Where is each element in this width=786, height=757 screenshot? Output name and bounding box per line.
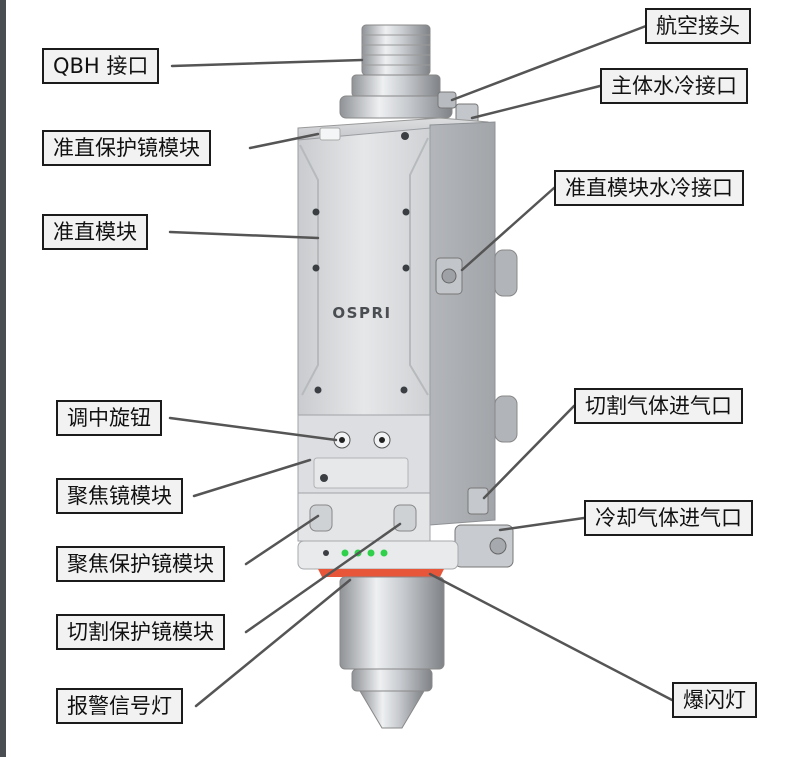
focus-protective-handle[interactable] [309,504,333,532]
burst-light-ring [318,569,444,577]
cutting-gas-fitting [467,487,489,515]
label-collimator-protective-module: 准直保护镜模块 [42,130,211,166]
side-bracket-upper [494,249,518,297]
side-bracket-lower [494,395,518,443]
label-focus-protective-module: 聚焦保护镜模块 [56,546,225,582]
nozzle-collar [351,668,433,692]
label-cutting-protective-module: 切割保护镜模块 [56,614,225,650]
collimator-water-fitting [435,257,463,295]
label-alarm-signal-light: 报警信号灯 [56,688,183,724]
label-adjust-knob: 调中旋钮 [56,400,162,436]
label-cooling-gas-inlet: 冷却气体进气口 [584,500,753,536]
label-collimator-module: 准直模块 [42,214,148,250]
label-body-water-cooling: 主体水冷接口 [600,68,748,104]
focus-lens-window [313,457,409,489]
label-burst-light: 爆闪灯 [672,682,757,718]
label-collimator-water-cooling: 准直模块水冷接口 [554,170,744,206]
module-side-panel [429,121,496,526]
front-screws [312,132,410,394]
led-panel-screw [323,550,329,556]
adjust-knobs[interactable] [333,431,391,449]
front-facet-lines [299,137,429,396]
left-edge-bar [0,0,6,757]
led-panel [297,540,459,570]
nozzle-tip [359,690,425,729]
brand-logo-text: OSPRI [332,304,391,322]
label-cutting-gas-inlet: 切割气体进气口 [574,388,743,424]
focus-module-screw [320,474,328,482]
label-qbh-interface: QBH 接口 [42,48,160,84]
qbh-connector [339,24,453,119]
collimator-protective-slot [319,127,341,141]
cooling-gas-fitting [454,524,514,568]
label-aviation-connector: 航空接头 [645,8,751,44]
nozzle-body [339,576,445,670]
label-focus-lens-module: 聚焦镜模块 [56,478,183,514]
leader-lines [168,24,674,708]
